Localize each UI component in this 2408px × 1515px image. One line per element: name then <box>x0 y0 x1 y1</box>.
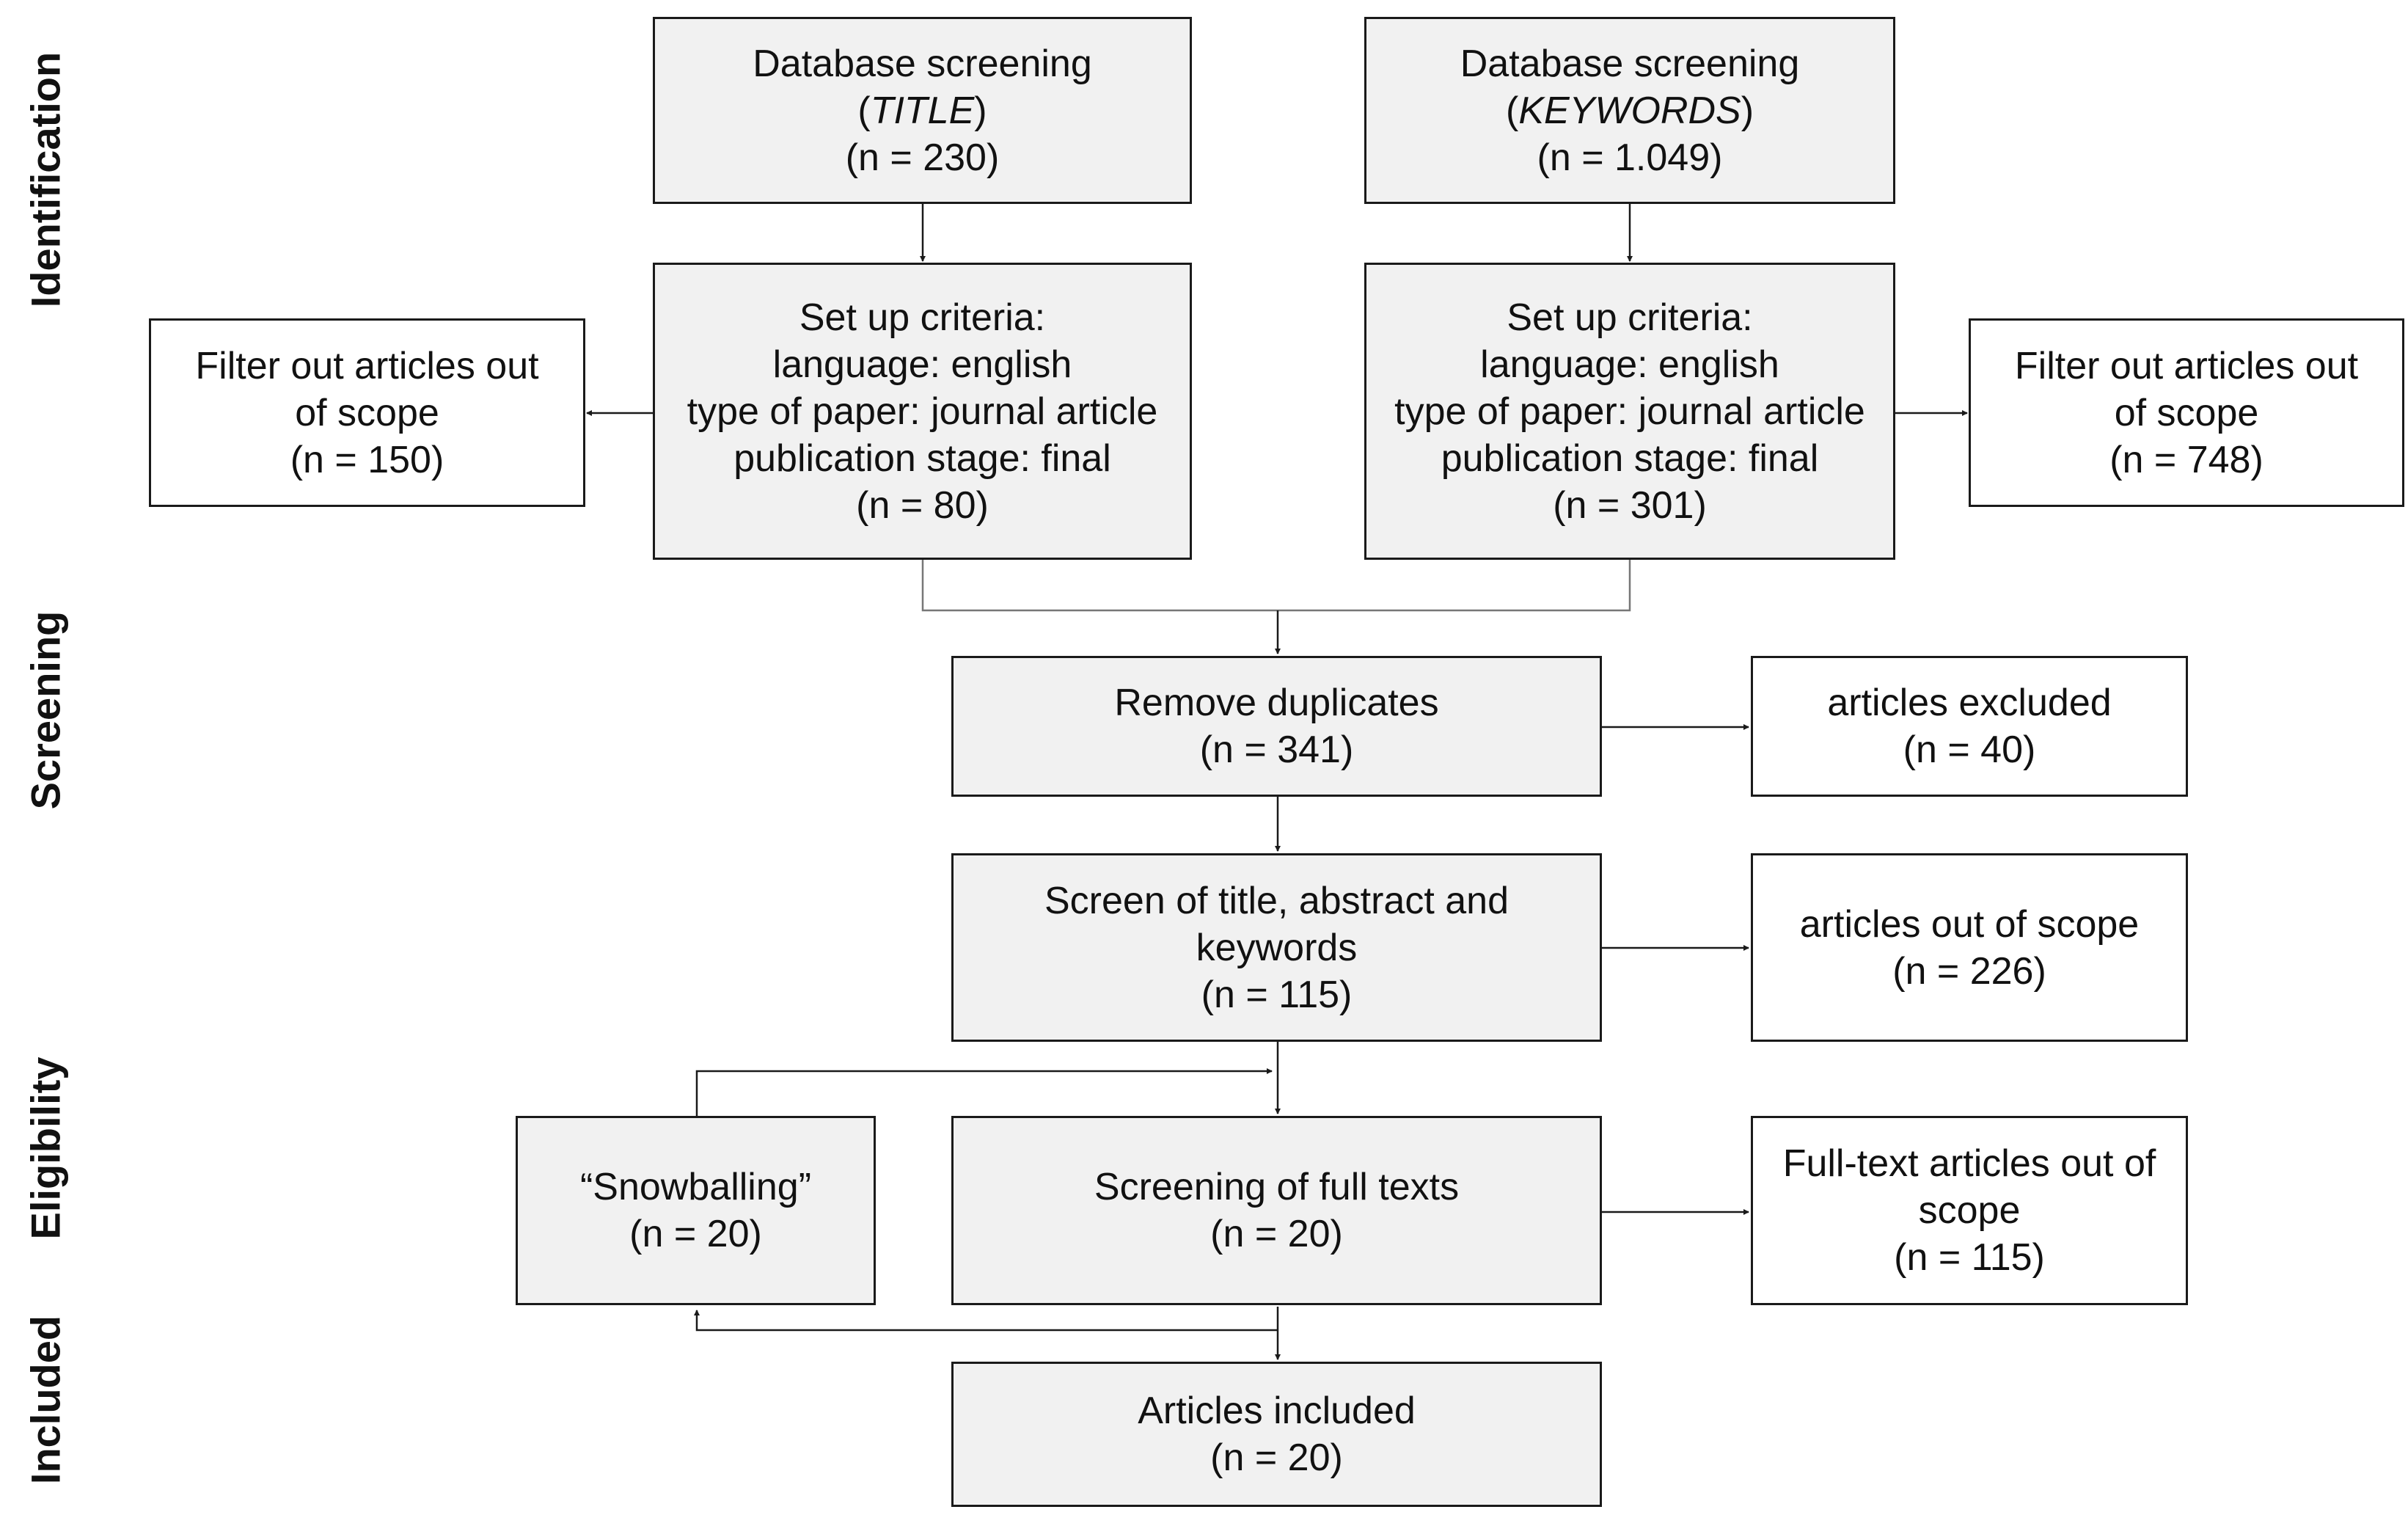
box-count: (n = 1.049) <box>1537 136 1723 179</box>
box-text-line: Articles included <box>1138 1390 1416 1432</box>
screen-title-abstract-box: Screen of title, abstract and keywords (… <box>951 853 1602 1042</box>
snowballing-box: “Snowballing” (n = 20) <box>516 1116 876 1305</box>
box-count: (n = 115) <box>1201 973 1353 1016</box>
box-text-line: Filter out articles out <box>2014 344 2359 387</box>
paren: ) <box>974 89 987 132</box>
screening-full-texts-box: Screening of full texts (n = 20) <box>951 1116 1602 1305</box>
filter-left-box: Filter out articles out of scope (n = 15… <box>149 318 585 507</box>
box-text-line: Filter out articles out <box>195 344 539 387</box>
box-text-line: scope <box>1918 1189 2021 1232</box>
criteria-right-box: Set up criteria: language: english type … <box>1364 263 1895 560</box>
box-text-line: articles out of scope <box>1799 902 2140 946</box>
box-count: (n = 20) <box>1210 1436 1343 1479</box>
paren: ( <box>857 89 871 132</box>
box-count: (n = 301) <box>1553 483 1707 527</box>
fulltext-out-of-scope-box: Full-text articles out of scope (n = 115… <box>1751 1116 2188 1305</box>
box-count: (n = 341) <box>1199 729 1354 771</box>
box-text-line: type of paper: journal article <box>687 390 1158 433</box>
box-count: (n = 40) <box>1903 729 2036 771</box>
box-count: (n = 150) <box>290 438 444 481</box>
criteria-left-box: Set up criteria: language: english type … <box>653 263 1192 560</box>
box-text-line: of scope <box>295 391 439 434</box>
search-term: TITLE <box>870 89 975 132</box>
paren: ( <box>1505 89 1519 132</box>
database-screening-title-box: Database screening (TITLE) (n = 230) <box>653 17 1192 204</box>
box-text-line: publication stage: final <box>733 437 1111 480</box>
box-text-line: Database screening <box>1460 42 1800 85</box>
box-text-line: Set up criteria: <box>1507 296 1753 339</box>
box-text-line: Screen of title, abstract and <box>1044 879 1509 922</box>
box-count: (n = 20) <box>1210 1213 1343 1255</box>
articles-out-of-scope-box: articles out of scope (n = 226) <box>1751 853 2188 1042</box>
box-text-line: Database screening <box>753 42 1092 85</box>
box-text-line: Set up criteria: <box>799 296 1046 339</box>
box-text-line: keywords <box>1196 926 1358 969</box>
remove-duplicates-box: Remove duplicates (n = 341) <box>951 656 1602 797</box>
box-text-line: Screening of full texts <box>1094 1166 1460 1208</box>
box-text-line: language: english <box>1480 343 1779 386</box>
box-text-line: Full-text articles out of <box>1782 1142 2156 1185</box>
box-text-line: Remove duplicates <box>1114 682 1439 724</box>
arrow-fulltext-to-snowball <box>694 1310 1278 1332</box>
filter-right-box: Filter out articles out of scope (n = 74… <box>1969 318 2404 507</box>
database-screening-keywords-box: Database screening (KEYWORDS) (n = 1.049… <box>1364 17 1895 204</box>
box-text-line: type of paper: journal article <box>1394 390 1865 433</box>
paren: ) <box>1741 89 1754 132</box>
box-count: (n = 115) <box>1894 1236 2045 1279</box>
box-text-line: publication stage: final <box>1441 437 1819 480</box>
articles-excluded-box: articles excluded (n = 40) <box>1751 656 2188 797</box>
box-count: (n = 20) <box>629 1213 762 1255</box>
merge-line <box>921 560 1631 612</box>
box-count: (n = 230) <box>845 136 1000 179</box>
search-term: KEYWORDS <box>1518 89 1741 132</box>
box-text-line: (KEYWORDS) <box>1506 87 1754 134</box>
articles-included-box: Articles included (n = 20) <box>951 1362 1602 1507</box>
box-text-line: language: english <box>772 343 1072 386</box>
box-text-line: “Snowballing” <box>579 1166 812 1208</box>
box-count: (n = 80) <box>856 483 989 527</box>
box-text-line: (TITLE) <box>857 87 987 134</box>
box-text-line: of scope <box>2114 391 2259 434</box>
arrow-snowball-to-fulltext <box>695 1068 1273 1116</box>
box-count: (n = 226) <box>1892 949 2046 993</box>
box-text-line: articles excluded <box>1827 682 2112 724</box>
box-count: (n = 748) <box>2109 438 2264 481</box>
